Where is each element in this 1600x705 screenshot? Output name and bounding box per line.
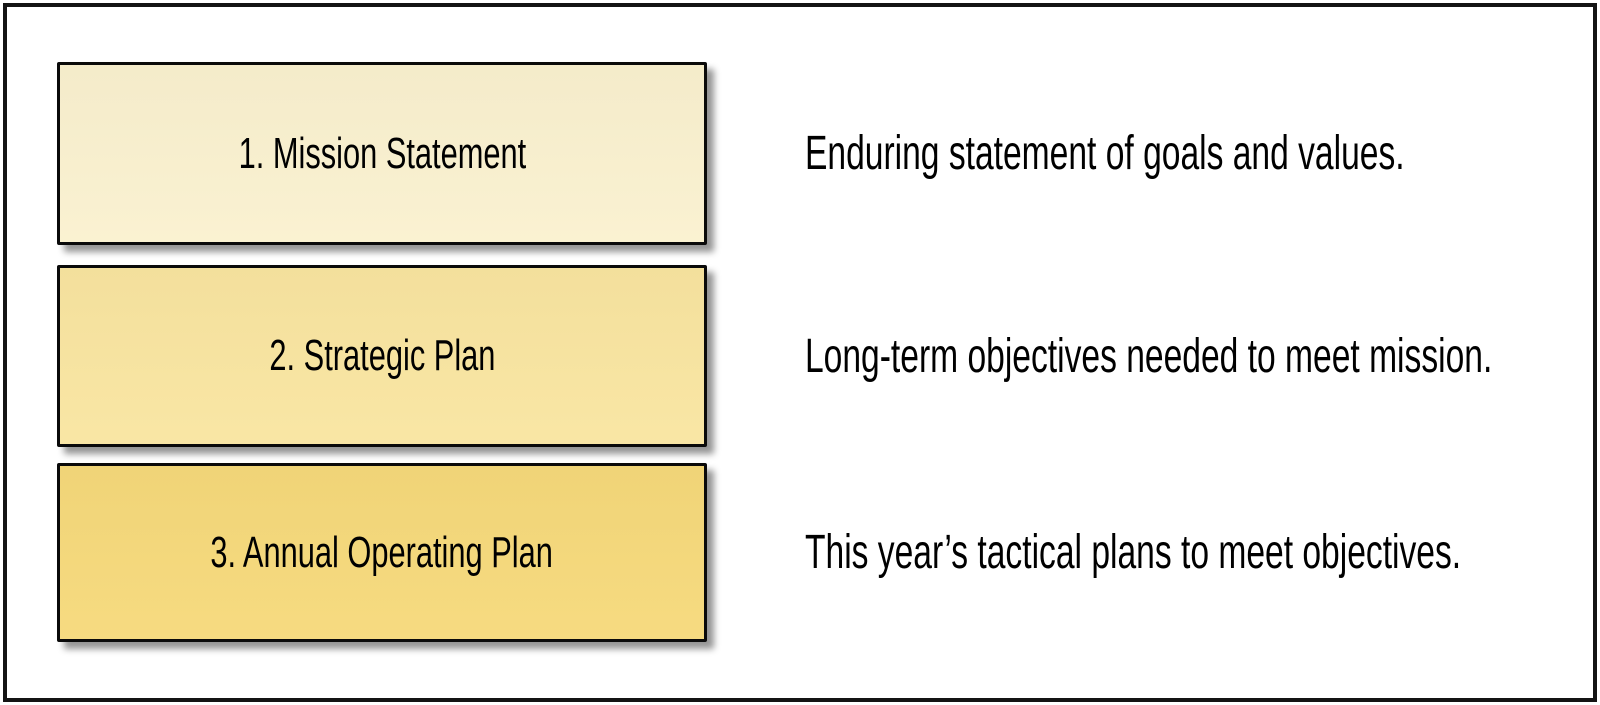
plan-row-strategic: 2. Strategic Plan Long-term objectives n… bbox=[0, 265, 1600, 447]
strategic-plan-box: 2. Strategic Plan bbox=[57, 265, 707, 447]
strategic-plan-description: Long-term objectives needed to meet miss… bbox=[805, 329, 1493, 383]
plan-row-mission: 1. Mission Statement Enduring statement … bbox=[0, 62, 1600, 245]
plan-row-annual-operating: 3. Annual Operating Plan This year’s tac… bbox=[0, 463, 1600, 642]
annual-operating-plan-label: 3. Annual Operating Plan bbox=[210, 527, 554, 577]
mission-statement-box: 1. Mission Statement bbox=[57, 62, 707, 245]
annual-operating-plan-description: This year’s tactical plans to meet objec… bbox=[805, 526, 1462, 579]
annual-operating-plan-box: 3. Annual Operating Plan bbox=[57, 463, 707, 642]
mission-statement-label: 1. Mission Statement bbox=[238, 128, 526, 178]
strategic-plan-label: 2. Strategic Plan bbox=[268, 331, 495, 380]
mission-statement-description: Enduring statement of goals and values. bbox=[805, 127, 1405, 180]
